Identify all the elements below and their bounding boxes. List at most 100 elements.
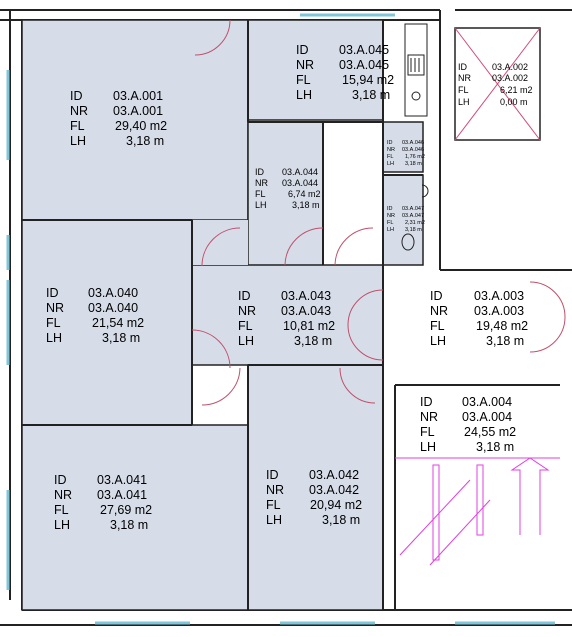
svg-text:ID: ID xyxy=(70,89,83,103)
svg-text:27,69 m2: 27,69 m2 xyxy=(100,503,152,517)
svg-text:LH: LH xyxy=(46,331,62,345)
svg-text:3,18 m: 3,18 m xyxy=(476,440,514,454)
svg-text:ID: ID xyxy=(54,473,67,487)
svg-text:0,00 m: 0,00 m xyxy=(500,97,528,107)
sanitary-fixtures xyxy=(401,23,429,251)
svg-text:LH: LH xyxy=(387,227,394,233)
svg-text:ID: ID xyxy=(238,289,251,303)
svg-text:NR: NR xyxy=(54,488,72,502)
svg-text:03.A.044: 03.A.044 xyxy=(282,167,318,177)
svg-text:03.A.045: 03.A.045 xyxy=(339,43,389,57)
svg-text:LH: LH xyxy=(255,200,267,210)
label-03a045: ID 03.A.045 NR 03.A.045 FL 15,94 m2 LH 3,18 … xyxy=(296,43,394,102)
svg-text:19,48 m2: 19,48 m2 xyxy=(476,319,528,333)
svg-text:03.A.042: 03.A.042 xyxy=(309,483,359,497)
svg-text:20,94 m2: 20,94 m2 xyxy=(310,498,362,512)
svg-text:ID: ID xyxy=(266,468,279,482)
svg-text:NR: NR xyxy=(387,213,395,219)
svg-text:10,81 m2: 10,81 m2 xyxy=(283,319,335,333)
svg-text:03.A.002: 03.A.002 xyxy=(492,62,528,72)
svg-text:NR: NR xyxy=(46,301,64,315)
svg-text:29,40 m2: 29,40 m2 xyxy=(115,119,167,133)
svg-text:NR: NR xyxy=(266,483,284,497)
svg-text:ID: ID xyxy=(420,395,433,409)
svg-text:NR: NR xyxy=(238,304,256,318)
svg-text:FL: FL xyxy=(238,319,253,333)
svg-text:NR: NR xyxy=(430,304,448,318)
svg-text:NR: NR xyxy=(70,104,88,118)
svg-text:6,21 m2: 6,21 m2 xyxy=(500,85,533,95)
svg-text:FL: FL xyxy=(70,119,85,133)
svg-text:03.A.002: 03.A.002 xyxy=(492,73,528,83)
svg-text:15,94 m2: 15,94 m2 xyxy=(342,73,394,87)
room-03a045 xyxy=(247,19,384,121)
svg-text:03.A.047: 03.A.047 xyxy=(402,206,424,212)
svg-text:03.A.043: 03.A.043 xyxy=(281,304,331,318)
svg-text:LH: LH xyxy=(70,134,86,148)
svg-text:FL: FL xyxy=(296,73,311,87)
shaft-03a002 xyxy=(454,27,541,141)
svg-text:FL: FL xyxy=(387,154,393,160)
stairs xyxy=(395,457,560,566)
room-03a046 xyxy=(382,121,424,173)
svg-text:ID: ID xyxy=(387,140,393,146)
svg-text:LH: LH xyxy=(458,97,470,107)
svg-text:03.A.043: 03.A.043 xyxy=(281,289,331,303)
label-03a004: ID 03.A.004 NR 03.A.004 FL 24,55 m2 LH 3,18 … xyxy=(420,395,516,454)
svg-text:3,18 m: 3,18 m xyxy=(110,518,148,532)
svg-text:24,55 m2: 24,55 m2 xyxy=(464,425,516,439)
label-03a003: ID 03.A.003 NR 03.A.003 FL 19,48 m2 LH 3,18 … xyxy=(430,289,528,348)
svg-text:1,76 m2: 1,76 m2 xyxy=(405,154,425,160)
svg-text:LH: LH xyxy=(420,440,436,454)
svg-text:03.A.044: 03.A.044 xyxy=(282,178,318,188)
svg-text:ID: ID xyxy=(296,43,309,57)
svg-text:03.A.003: 03.A.003 xyxy=(474,289,524,303)
svg-text:03.A.040: 03.A.040 xyxy=(88,301,138,315)
svg-text:ID: ID xyxy=(255,167,265,177)
svg-text:NR: NR xyxy=(255,178,268,188)
svg-text:LH: LH xyxy=(430,334,446,348)
svg-text:3,18 m: 3,18 m xyxy=(126,134,164,148)
svg-text:FL: FL xyxy=(458,85,469,95)
svg-text:3,18 m: 3,18 m xyxy=(486,334,524,348)
room-03a041 xyxy=(21,424,249,611)
room-03a043 xyxy=(191,264,384,366)
doors xyxy=(191,19,566,406)
svg-text:03.A.041: 03.A.041 xyxy=(97,473,147,487)
sink-icon xyxy=(411,91,421,101)
svg-text:FL: FL xyxy=(54,503,69,517)
svg-text:03.A.047: 03.A.047 xyxy=(402,213,424,219)
svg-text:03.A.004: 03.A.004 xyxy=(462,395,512,409)
svg-text:03.A.003: 03.A.003 xyxy=(474,304,524,318)
svg-text:FL: FL xyxy=(430,319,445,333)
svg-text:ID: ID xyxy=(458,62,468,72)
svg-text:ID: ID xyxy=(46,286,59,300)
windows xyxy=(6,13,555,625)
svg-text:ID: ID xyxy=(430,289,443,303)
svg-text:03.A.040: 03.A.040 xyxy=(88,286,138,300)
svg-text:03.A.045: 03.A.045 xyxy=(339,58,389,72)
svg-text:2,31 m2: 2,31 m2 xyxy=(405,220,425,226)
svg-text:3,18 m: 3,18 m xyxy=(322,513,360,527)
svg-text:FL: FL xyxy=(420,425,435,439)
svg-text:21,54 m2: 21,54 m2 xyxy=(92,316,144,330)
svg-text:NR: NR xyxy=(387,147,395,153)
svg-text:03.A.004: 03.A.004 xyxy=(462,410,512,424)
svg-text:LH: LH xyxy=(296,88,312,102)
svg-text:3,18 m: 3,18 m xyxy=(352,88,390,102)
svg-text:3,18 m: 3,18 m xyxy=(294,334,332,348)
svg-text:NR: NR xyxy=(420,410,438,424)
svg-text:6,74 m2: 6,74 m2 xyxy=(288,189,321,199)
svg-text:LH: LH xyxy=(54,518,70,532)
svg-text:NR: NR xyxy=(296,58,314,72)
